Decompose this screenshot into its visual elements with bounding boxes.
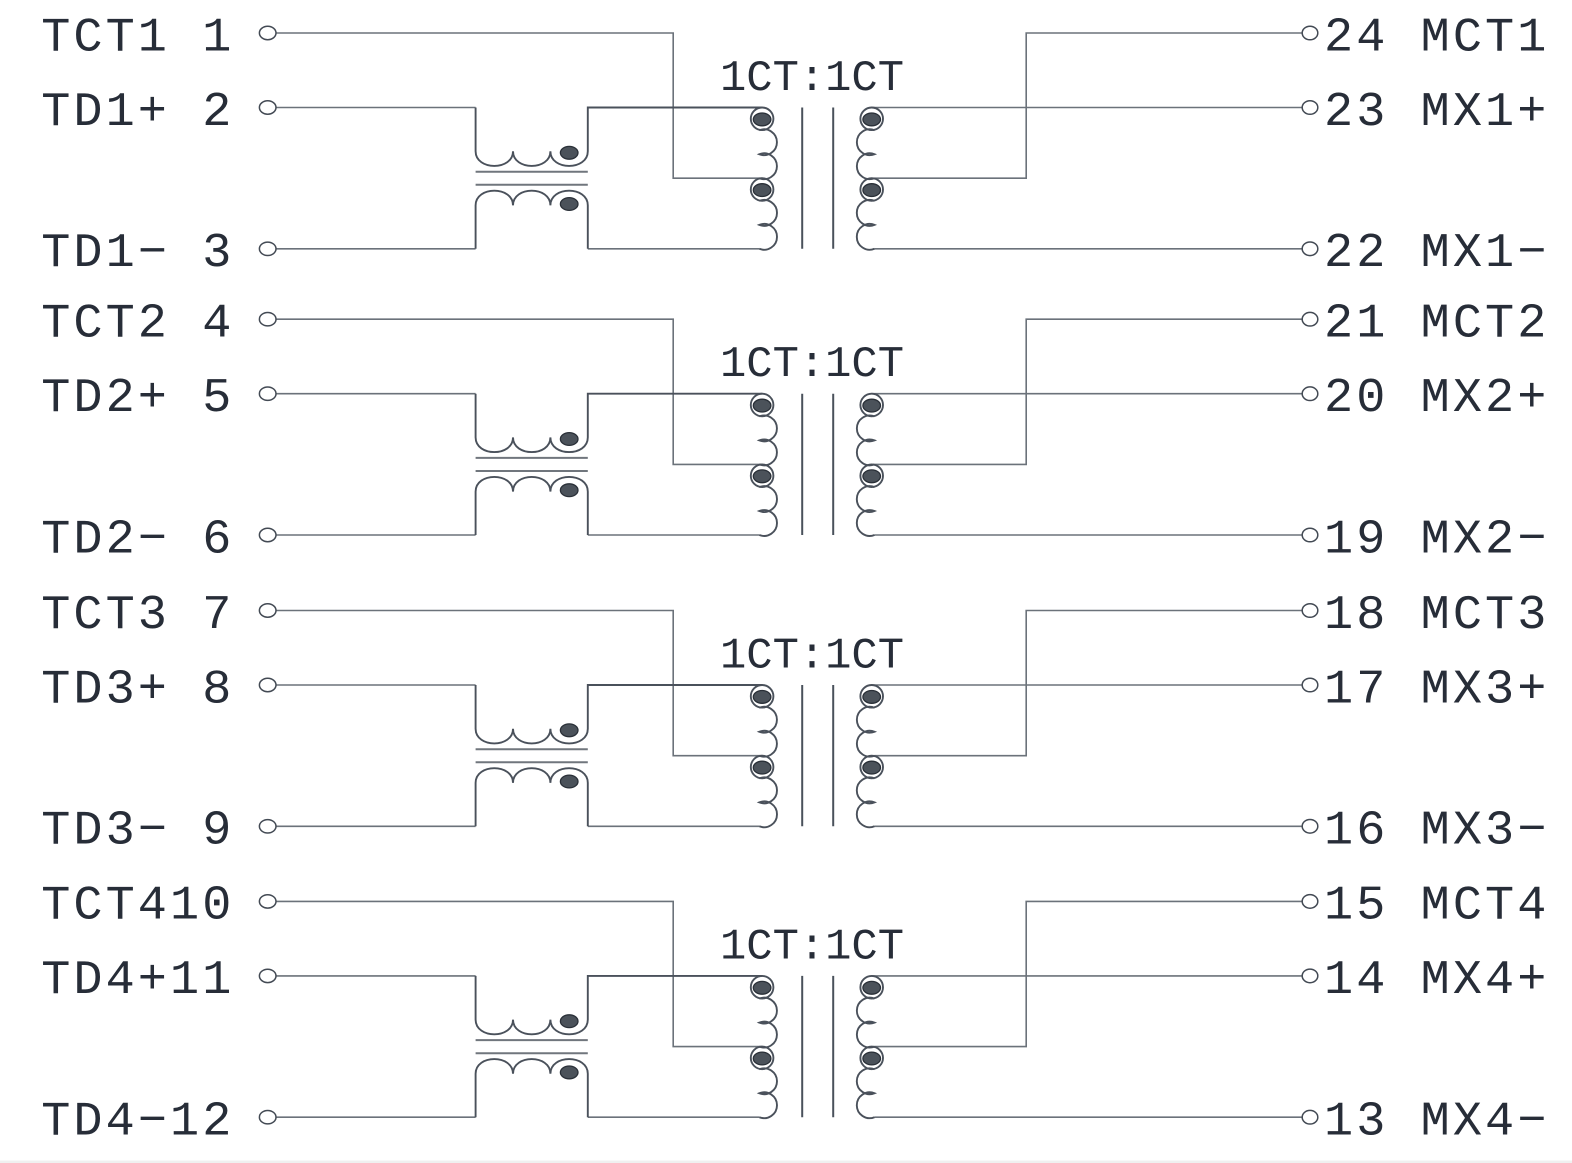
svg-text:TCT3 7: TCT3 7 bbox=[41, 588, 234, 643]
svg-text:17 MX3+: 17 MX3+ bbox=[1324, 662, 1549, 717]
svg-text:TD4+11: TD4+11 bbox=[41, 953, 234, 1008]
svg-text:24 MCT1: 24 MCT1 bbox=[1324, 10, 1549, 65]
svg-text:20 MX2+: 20 MX2+ bbox=[1324, 371, 1549, 426]
svg-text:22 MX1−: 22 MX1− bbox=[1324, 226, 1549, 281]
svg-text:14 MX4+: 14 MX4+ bbox=[1324, 953, 1549, 1008]
svg-text:18 MCT3: 18 MCT3 bbox=[1324, 588, 1549, 643]
svg-text:TD3− 9: TD3− 9 bbox=[41, 804, 234, 859]
svg-text:TD1+ 2: TD1+ 2 bbox=[41, 85, 234, 140]
svg-text:TD1− 3: TD1− 3 bbox=[41, 226, 234, 281]
svg-text:21 MCT2: 21 MCT2 bbox=[1324, 297, 1549, 352]
svg-text:TCT2 4: TCT2 4 bbox=[41, 297, 234, 352]
svg-text:TD2− 6: TD2− 6 bbox=[41, 512, 234, 567]
svg-text:23 MX1+: 23 MX1+ bbox=[1324, 85, 1549, 140]
svg-text:TD3+ 8: TD3+ 8 bbox=[41, 662, 234, 717]
svg-text:TD4−12: TD4−12 bbox=[41, 1095, 234, 1150]
svg-text:TCT1 1: TCT1 1 bbox=[41, 10, 234, 65]
svg-text:16 MX3−: 16 MX3− bbox=[1324, 804, 1549, 859]
svg-text:13 MX4−: 13 MX4− bbox=[1324, 1095, 1549, 1150]
svg-text:TD2+ 5: TD2+ 5 bbox=[41, 371, 234, 426]
svg-text:TCT410: TCT410 bbox=[41, 879, 234, 934]
svg-text:15 MCT4: 15 MCT4 bbox=[1324, 879, 1549, 934]
svg-text:19 MX2−: 19 MX2− bbox=[1324, 512, 1549, 567]
